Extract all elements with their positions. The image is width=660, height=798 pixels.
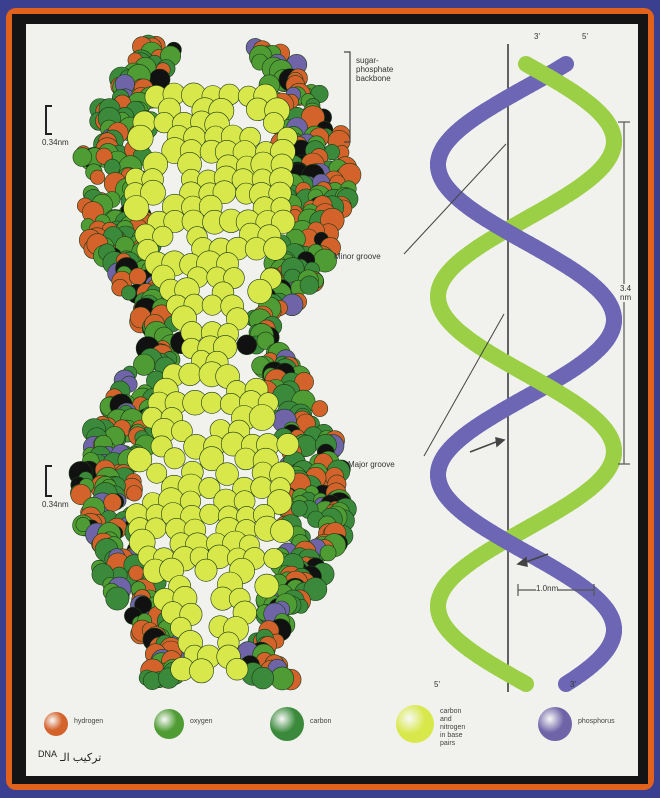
atom <box>195 559 217 581</box>
atom <box>201 392 222 413</box>
pitch-label: 3.4 nm <box>620 284 631 302</box>
hydrogen-swatch <box>44 712 68 736</box>
atom <box>106 587 129 610</box>
end-label-3-bottom: 3' <box>570 680 576 689</box>
atom <box>164 448 185 469</box>
atom <box>248 279 272 303</box>
end-label-5-top: 5' <box>582 32 588 41</box>
double-helix-ribbon <box>404 44 630 692</box>
legend-label: oxygen <box>190 718 213 726</box>
scale-label-mid: 0.34nm <box>42 500 69 509</box>
atom-legend: hydrogen oxygen carbon carbon and nitrog… <box>44 702 634 758</box>
atom <box>73 148 92 167</box>
atom <box>124 196 149 221</box>
atom <box>90 170 104 184</box>
legend-label: hydrogen <box>74 718 103 726</box>
atom <box>122 286 136 300</box>
atom <box>128 125 154 151</box>
legend-label: phosphorus <box>578 718 615 726</box>
scale-bar-mid <box>46 466 52 496</box>
atom <box>200 504 220 524</box>
atom <box>104 494 122 512</box>
atom <box>249 405 275 431</box>
atom <box>291 500 307 516</box>
atom <box>179 363 202 386</box>
atom <box>129 268 146 285</box>
atom <box>226 658 248 680</box>
backbone-label: sugar- phosphate backbone <box>356 56 393 83</box>
atom <box>129 566 144 581</box>
atom <box>264 548 284 568</box>
helix-strand-segment <box>521 681 527 684</box>
atom <box>202 295 222 315</box>
legend-label: carbon and nitrogen in base pairs <box>440 708 465 748</box>
atom <box>237 335 257 355</box>
legend-label: carbon <box>310 718 331 726</box>
major-groove-label: Major groove <box>348 460 395 469</box>
end-label-3-top: 3' <box>534 32 540 41</box>
atom <box>271 667 294 690</box>
atom <box>312 401 328 417</box>
scale-bar-top <box>46 106 52 134</box>
atom <box>271 519 294 542</box>
minor-groove-label: Minor groove <box>334 252 381 261</box>
carbon-swatch <box>270 707 304 741</box>
oxygen-swatch <box>154 709 184 739</box>
atom <box>300 276 319 295</box>
atom <box>189 659 213 683</box>
dna-illustration <box>26 24 638 776</box>
atom <box>255 574 279 598</box>
atom <box>277 433 299 455</box>
space-filling-model <box>69 35 361 690</box>
atom <box>264 237 287 260</box>
end-label-5-bottom: 5' <box>434 680 440 689</box>
phosphorus-swatch <box>538 707 572 741</box>
caption-arabic: تركيب الـ <box>60 752 101 764</box>
base-pair-swatch <box>396 705 434 743</box>
atom <box>252 667 274 689</box>
figure-caption: DNA تركيب الـ <box>38 749 101 764</box>
width-label: 1.0nm <box>536 584 558 593</box>
dna-figure-panel: sugar- phosphate backbone 0.34nm 0.34nm … <box>26 24 638 776</box>
caption-english: DNA <box>38 749 57 759</box>
atom <box>127 486 143 502</box>
scale-label-top: 0.34nm <box>42 138 69 147</box>
